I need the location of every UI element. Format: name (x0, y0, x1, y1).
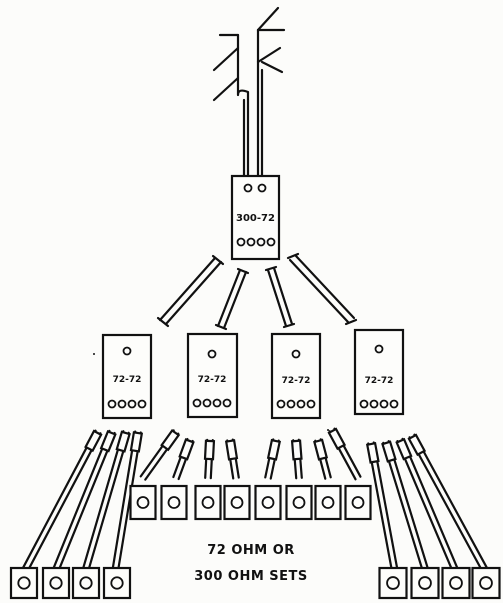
tv-set-outlet (314, 484, 342, 521)
coax-cable (264, 438, 282, 480)
coax-cable (139, 428, 181, 481)
tv-set-outlet (254, 484, 282, 521)
tv-set-outlet (9, 566, 39, 600)
tv-set-outlet (378, 566, 408, 600)
coax-cable (172, 437, 195, 481)
main-splitter-label: 300-72 (236, 213, 275, 224)
caption-line-1: 72 OHM OR (207, 543, 295, 558)
coax-cable (203, 438, 216, 480)
secondary-splitter-1: 72-72 (101, 333, 153, 420)
tv-set-outlet (471, 566, 501, 600)
secondary-splitter-label: 72-72 (113, 375, 142, 385)
drop-cables (20, 427, 490, 575)
coax-cable (20, 429, 103, 575)
tv-set-outlet (102, 566, 132, 600)
tv-set-outlet (223, 484, 251, 521)
tv-set-outlet (129, 484, 157, 521)
tv-set-outlet (41, 566, 71, 600)
antenna-icon (212, 6, 286, 182)
trunk-cables (156, 252, 358, 331)
coax-cable (51, 429, 117, 575)
ink-speck (93, 353, 95, 355)
coax-cable (381, 440, 430, 574)
coax-cable (365, 441, 399, 574)
coax-cable (290, 438, 303, 480)
coax-cable (407, 433, 490, 575)
tv-set-outlet (344, 484, 372, 521)
coax-cable (111, 430, 144, 574)
secondary-splitter-label: 72-72 (365, 376, 394, 386)
coax-cable (313, 438, 332, 480)
coax-cable (224, 438, 240, 480)
coax-cable (81, 430, 131, 574)
secondary-splitter-2: 72-72 (186, 332, 239, 419)
secondary-splitter-label: 72-72 (282, 376, 311, 386)
caption-line-2: 300 OHM SETS (194, 569, 308, 584)
coax-cable (286, 252, 358, 326)
tv-set-outlet (410, 566, 440, 600)
main-splitter: 300-72 (230, 174, 281, 261)
coax-cable (395, 437, 460, 575)
tv-set-outlets (9, 484, 501, 600)
coax-cable (264, 265, 296, 329)
tv-set-outlet (160, 484, 188, 521)
tv-set-outlet (194, 484, 222, 521)
coax-cable (327, 427, 362, 481)
coax-cable (214, 267, 250, 331)
tv-set-outlet (441, 566, 471, 600)
secondary-splitter-label: 72-72 (198, 375, 227, 385)
tv-set-outlet (71, 566, 101, 600)
secondary-splitter-3: 72-72 (270, 332, 322, 420)
ink-speck (327, 429, 329, 431)
antenna-lead-in-cable (242, 68, 264, 182)
coax-cable (156, 254, 225, 328)
tv-set-outlet (285, 484, 313, 521)
secondary-splitter-4: 72-72 (353, 328, 405, 416)
